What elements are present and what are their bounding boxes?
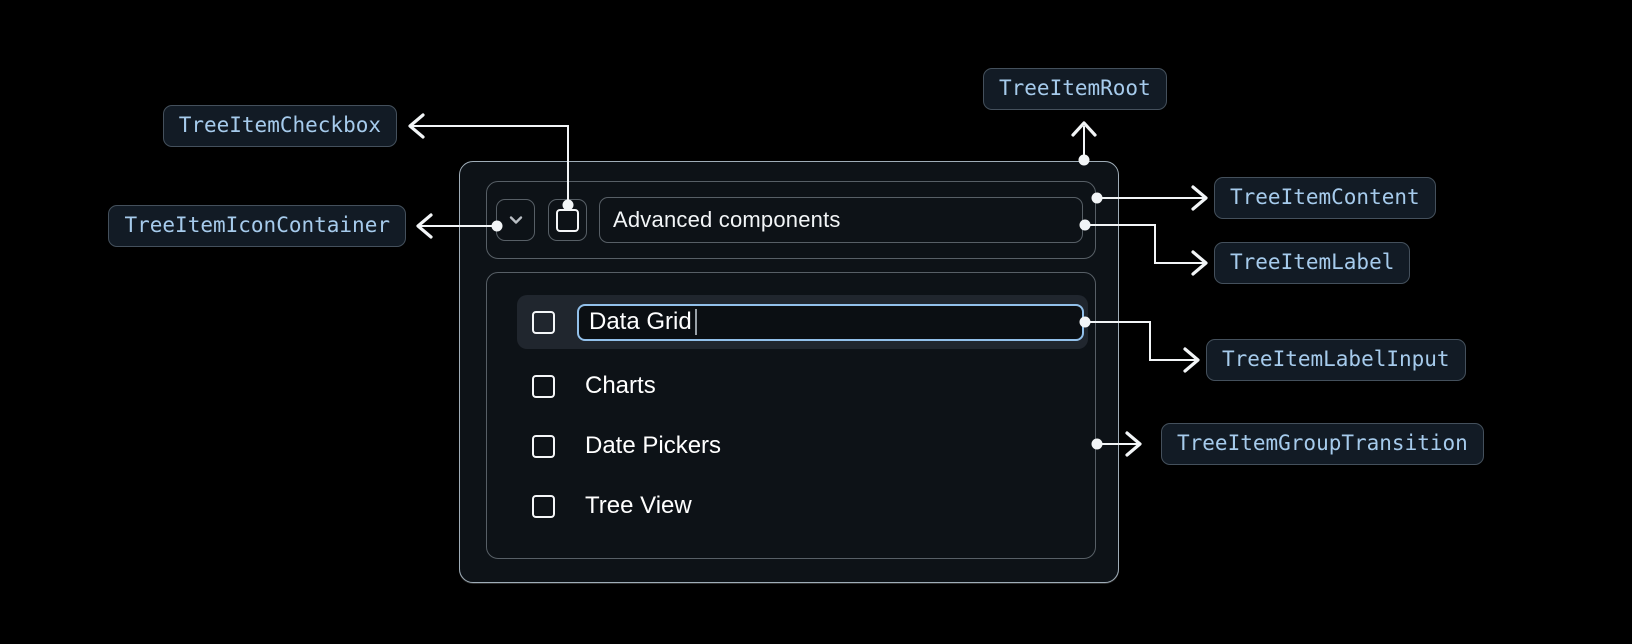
chevron-down-icon bbox=[509, 216, 522, 224]
tree-item-label-text: Charts bbox=[585, 372, 656, 399]
tree-item-label-text: Tree View bbox=[585, 492, 692, 519]
checkbox-unchecked-icon[interactable] bbox=[532, 374, 555, 398]
checkbox-unchecked-icon[interactable] bbox=[532, 310, 555, 334]
tree-item-label[interactable]: Advanced components bbox=[599, 197, 1083, 243]
annotation-tree-item-root: TreeItemRoot bbox=[983, 68, 1167, 110]
arrowhead-right-icon bbox=[1183, 347, 1200, 373]
tree-item-row-editing[interactable]: Data Grid bbox=[517, 295, 1088, 349]
arrowhead-right-icon bbox=[1125, 431, 1142, 457]
tree-item-label-input[interactable]: Data Grid bbox=[577, 303, 1084, 341]
annotation-tree-item-label-input: TreeItemLabelInput bbox=[1206, 339, 1466, 381]
arrowhead-right-icon bbox=[1191, 185, 1208, 211]
tree-item-icon-container[interactable] bbox=[496, 199, 535, 241]
tree-item-row[interactable]: Tree View bbox=[517, 483, 1088, 529]
tree-item-checkbox[interactable] bbox=[548, 199, 587, 241]
text-caret bbox=[694, 309, 697, 335]
tree-item-row[interactable]: Charts bbox=[517, 363, 1088, 409]
tree-item-label-text: Date Pickers bbox=[585, 432, 722, 459]
annotation-tree-item-label: TreeItemLabel bbox=[1214, 242, 1411, 284]
arrowhead-right-icon bbox=[1191, 250, 1208, 276]
checkbox-unchecked-icon[interactable] bbox=[532, 494, 555, 518]
tree-item-root: Advanced components Data Grid Charts Dat… bbox=[459, 161, 1119, 583]
tree-item-row[interactable]: Date Pickers bbox=[517, 423, 1088, 469]
arrowhead-left-icon bbox=[416, 213, 433, 239]
annotation-tree-item-group-transition: TreeItemGroupTransition bbox=[1161, 423, 1484, 465]
tree-item-content[interactable]: Advanced components bbox=[486, 181, 1096, 259]
annotation-tree-item-content: TreeItemContent bbox=[1214, 177, 1436, 219]
annotation-tree-item-checkbox: TreeItemCheckbox bbox=[162, 105, 397, 147]
tree-item-group-transition: Data Grid Charts Date Pickers Tree View bbox=[486, 272, 1096, 559]
label-input-value: Data Grid bbox=[589, 308, 692, 335]
arrowhead-up-icon bbox=[1071, 121, 1097, 137]
annotation-tree-item-icon-container: TreeItemIconContainer bbox=[108, 205, 406, 247]
arrowhead-left-icon bbox=[408, 113, 425, 139]
tree-item-label-text: Advanced components bbox=[613, 207, 841, 232]
checkbox-unchecked-icon[interactable] bbox=[532, 434, 555, 458]
checkbox-unchecked-icon bbox=[556, 208, 579, 232]
